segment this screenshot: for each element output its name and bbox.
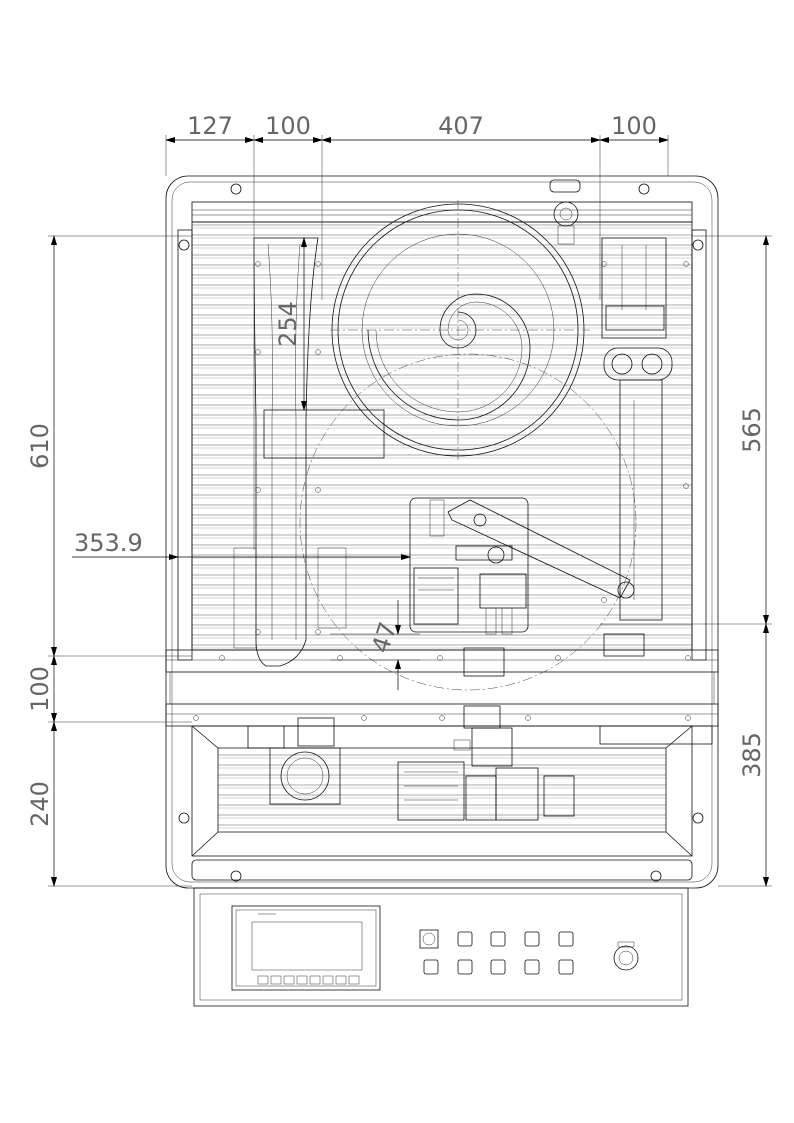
mount-holes: [178, 183, 704, 882]
lower-components: [247, 717, 575, 821]
dim-top-100-right: 100: [611, 112, 657, 140]
robot-assembly: [409, 497, 635, 635]
dim-top-100-left: 100: [265, 112, 311, 140]
robot-swing-circle: [299, 353, 637, 691]
upper-table: [177, 221, 707, 661]
dimension-labels: 127 100 407 100 610 100 240 565 385 254 …: [26, 112, 766, 827]
dim-right-565: 565: [738, 407, 766, 453]
dim-right-385: 385: [738, 732, 766, 778]
spiral-feeder: [330, 200, 590, 460]
dim-inner-254: 254: [274, 301, 302, 347]
control-panel: [193, 887, 689, 1007]
hmi-screen: [231, 905, 381, 991]
screws: [193, 261, 691, 721]
left-chute: [233, 237, 385, 667]
dim-inner-353-9: 353.9: [74, 529, 143, 557]
dim-left-240: 240: [26, 781, 54, 827]
dim-left-610: 610: [26, 423, 54, 469]
emergency-stop: [613, 941, 639, 971]
push-buttons: [423, 931, 574, 975]
dim-top-127: 127: [187, 112, 233, 140]
dimension-lines: [48, 135, 772, 887]
dim-top-407: 407: [438, 112, 484, 140]
right-feeder: [549, 179, 673, 621]
dim-left-100: 100: [26, 666, 54, 712]
selector-switch: [419, 929, 439, 949]
